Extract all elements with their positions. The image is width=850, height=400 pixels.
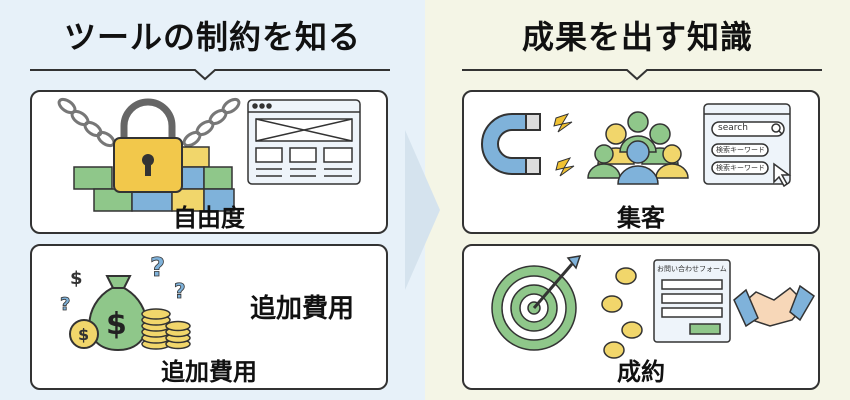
form-title: お問い合わせフォーム bbox=[657, 265, 727, 273]
magnet-icon bbox=[481, 113, 541, 175]
contact-form-icon bbox=[653, 259, 731, 343]
right-heading: 成果を出す知識 bbox=[521, 18, 753, 56]
card-customer-acquisition: search 検索キーワード 検索キーワード 集客 bbox=[462, 90, 820, 234]
people-group-icon bbox=[587, 111, 689, 185]
chain-icon bbox=[57, 97, 241, 148]
money-bag-icon: $ bbox=[88, 275, 148, 352]
card-additional-cost: $ ? ? ? $ $ 追加費用 追加費用 bbox=[30, 244, 388, 390]
svg-text:?: ? bbox=[60, 294, 70, 315]
money-bag-illustration: $ ? ? ? $ $ bbox=[60, 253, 191, 352]
right-heading-underline bbox=[462, 69, 822, 81]
card-additional-cost-label: 追加費用 bbox=[161, 358, 257, 386]
card-additional-cost-side-text: 追加費用 bbox=[249, 294, 354, 324]
card-customer-acquisition-label: 集客 bbox=[617, 204, 665, 232]
search-keyword-chip: 検索キーワード bbox=[716, 146, 765, 154]
search-keyword-chip: 検索キーワード bbox=[716, 164, 765, 172]
coin-stack-icon bbox=[141, 308, 191, 350]
svg-text:$: $ bbox=[106, 307, 127, 342]
target-icon bbox=[491, 255, 582, 351]
search-panel-icon bbox=[703, 103, 792, 188]
target-form-handshake-illustration bbox=[491, 255, 815, 359]
magnet-people-illustration bbox=[481, 103, 792, 188]
svg-text:?: ? bbox=[150, 253, 165, 283]
coin-icon: $ bbox=[69, 319, 99, 349]
wireframe-browser-icon bbox=[247, 99, 361, 185]
padlock-icon bbox=[113, 98, 183, 193]
lightning-icon bbox=[553, 113, 575, 177]
card-conversion-label: 成約 bbox=[617, 358, 665, 386]
handshake-icon bbox=[733, 284, 815, 328]
search-query-text: search bbox=[718, 123, 748, 133]
lock-blocks-illustration bbox=[57, 97, 361, 212]
card-freedom-label: 自由度 bbox=[173, 204, 245, 232]
svg-text:$: $ bbox=[70, 268, 83, 289]
card-freedom: 自由度 bbox=[30, 90, 388, 234]
svg-text:$: $ bbox=[78, 325, 89, 344]
left-heading: ツールの制約を知る bbox=[63, 18, 361, 56]
left-heading-underline bbox=[30, 69, 390, 81]
coin-icon bbox=[601, 267, 643, 359]
card-conversion: お問い合わせフォーム 成約 bbox=[462, 244, 820, 390]
svg-text:?: ? bbox=[174, 279, 186, 303]
